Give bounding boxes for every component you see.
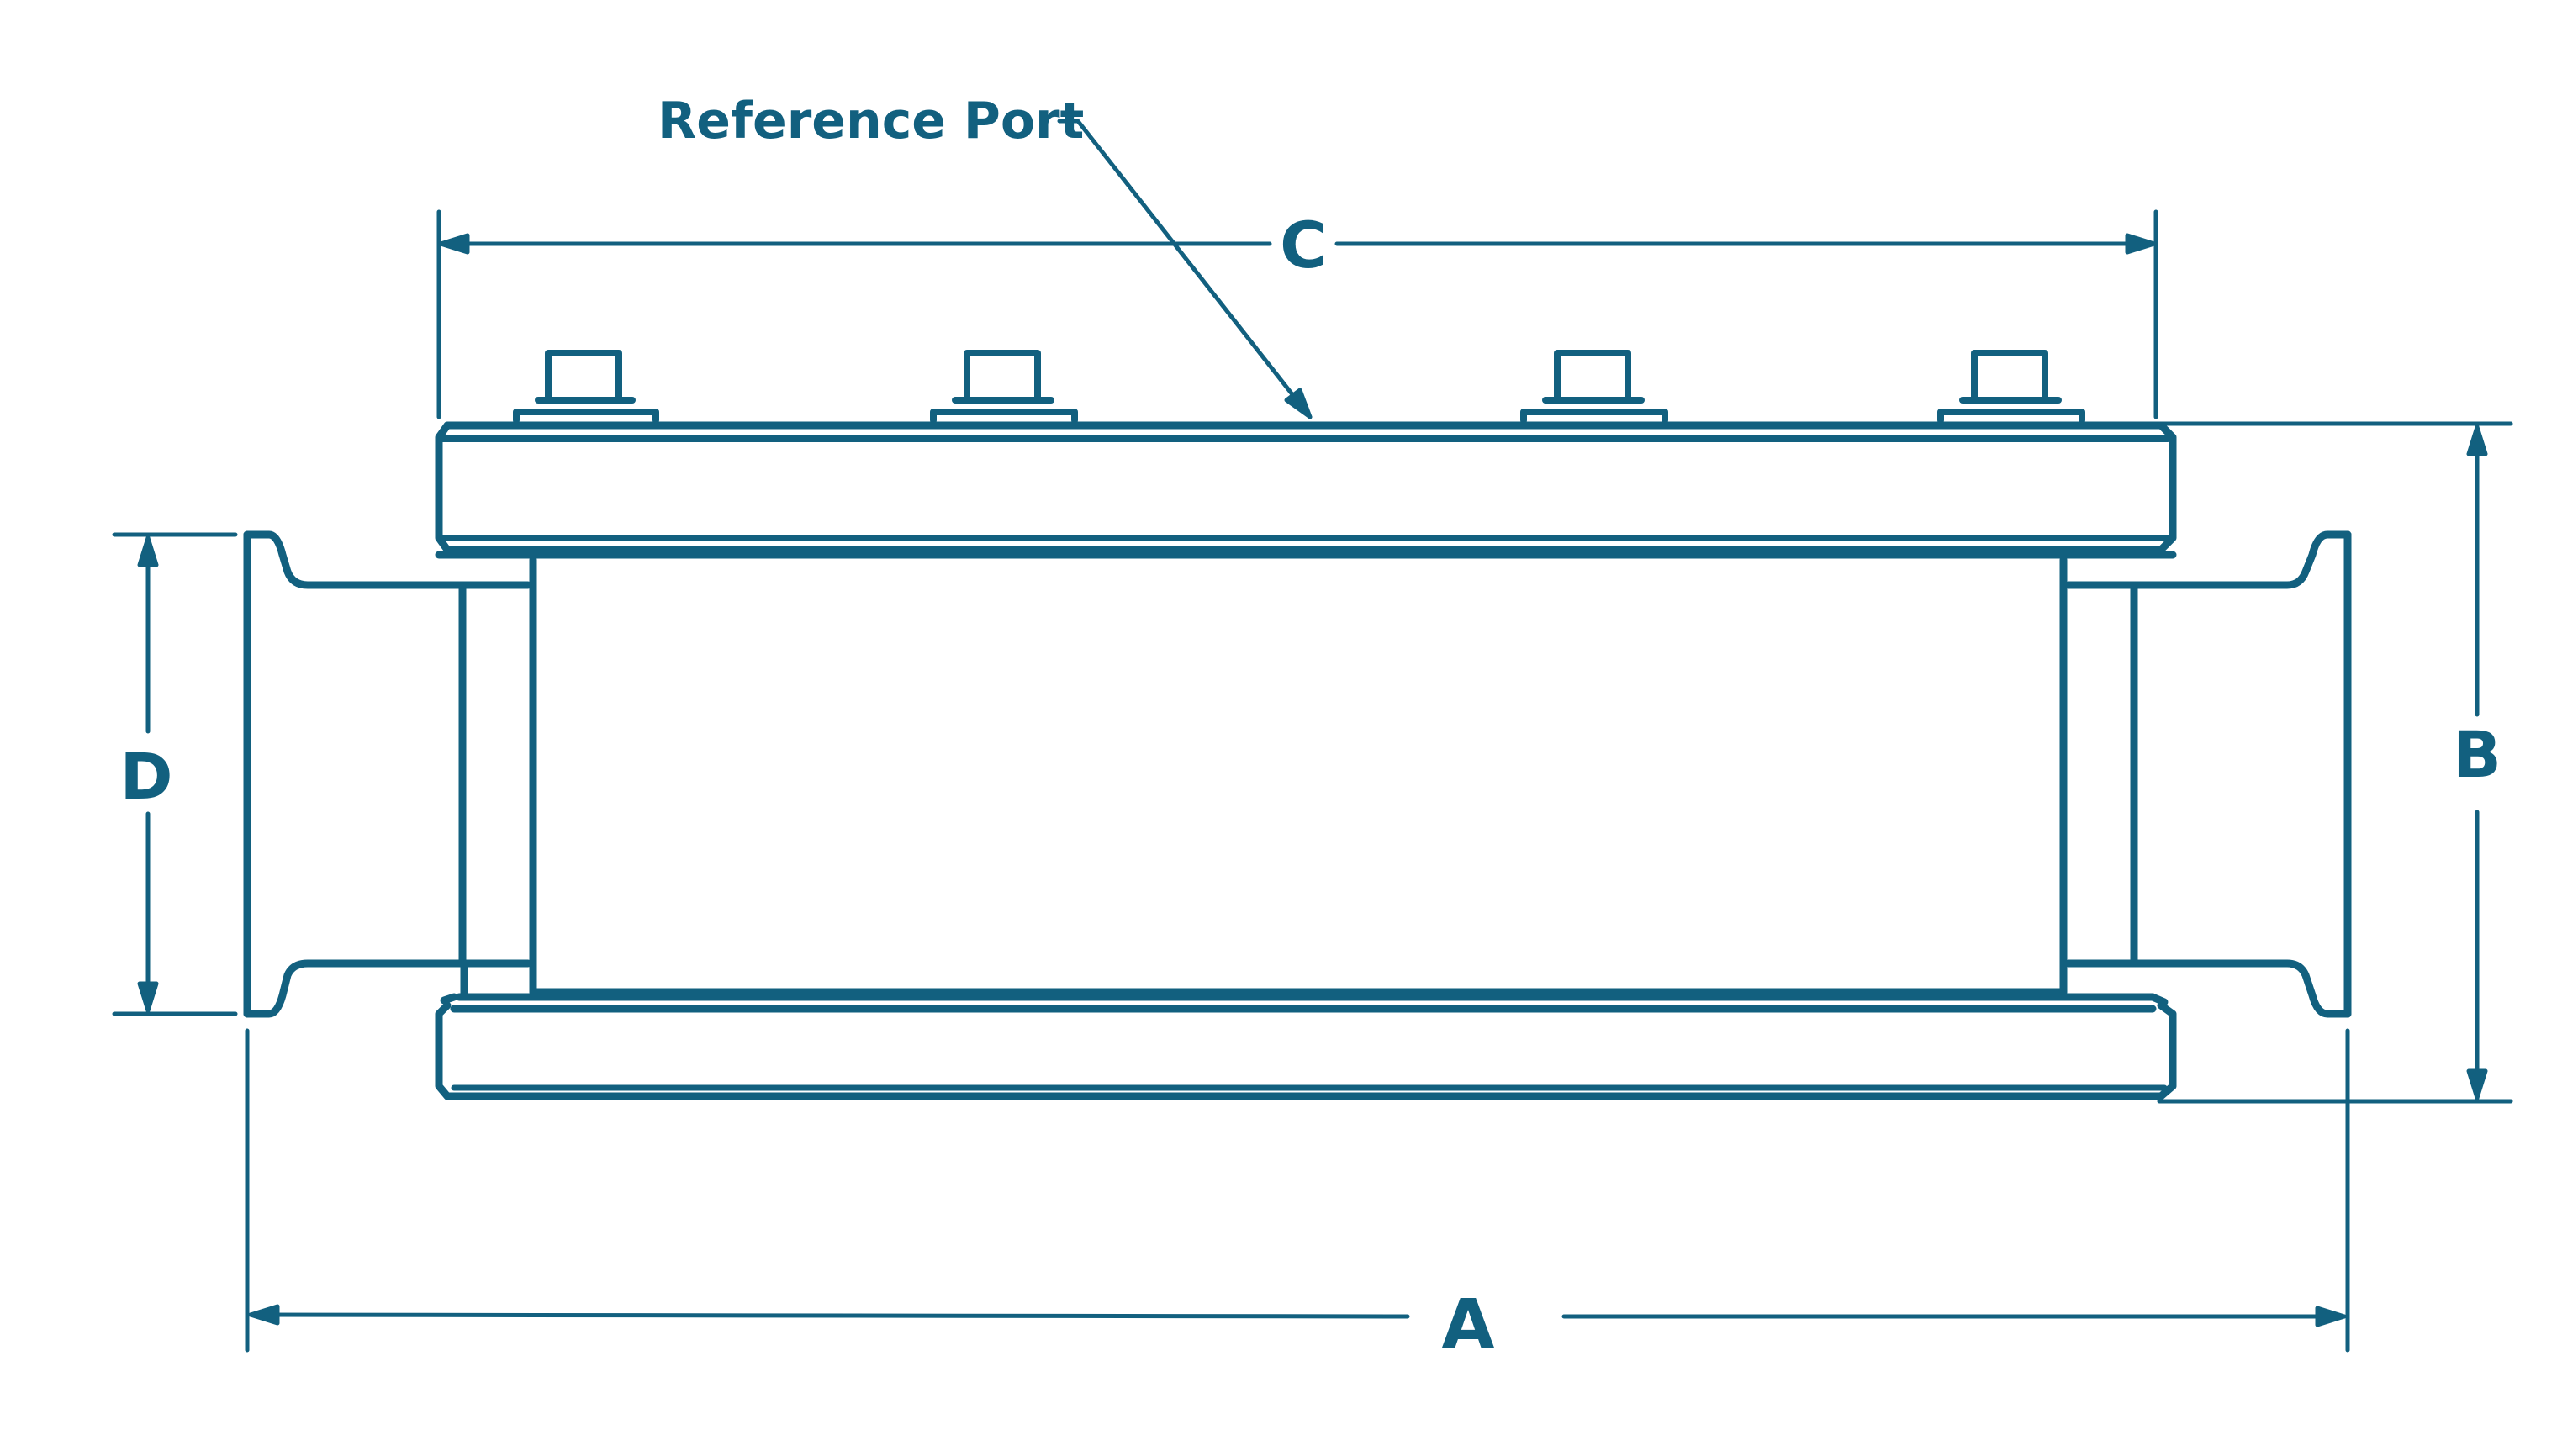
dimension-a-label: A (1441, 1285, 1495, 1365)
reference-port-4 (1937, 350, 2085, 424)
dimension-d-label: D (119, 739, 172, 814)
dimension-a (245, 1028, 2350, 1353)
left-clamp-end (243, 530, 532, 1018)
dimension-c (436, 209, 2158, 419)
right-clamp-end (2064, 530, 2352, 1018)
central-shell (529, 556, 2068, 996)
reference-port-label: Reference Port (658, 92, 1084, 150)
dimension-c-label: C (1280, 208, 1327, 282)
lower-housing (435, 993, 2177, 1100)
drawing-lines (112, 119, 2513, 1353)
dimension-b (2157, 421, 2513, 1104)
reference-port-3 (1520, 350, 1668, 424)
upper-housing (435, 421, 2177, 559)
reference-port-2 (930, 350, 1078, 424)
reference-port-leader (1057, 119, 1313, 419)
dimension-d (112, 532, 238, 1016)
reference-port-1 (513, 350, 659, 424)
dimension-b-label: B (2453, 717, 2502, 792)
